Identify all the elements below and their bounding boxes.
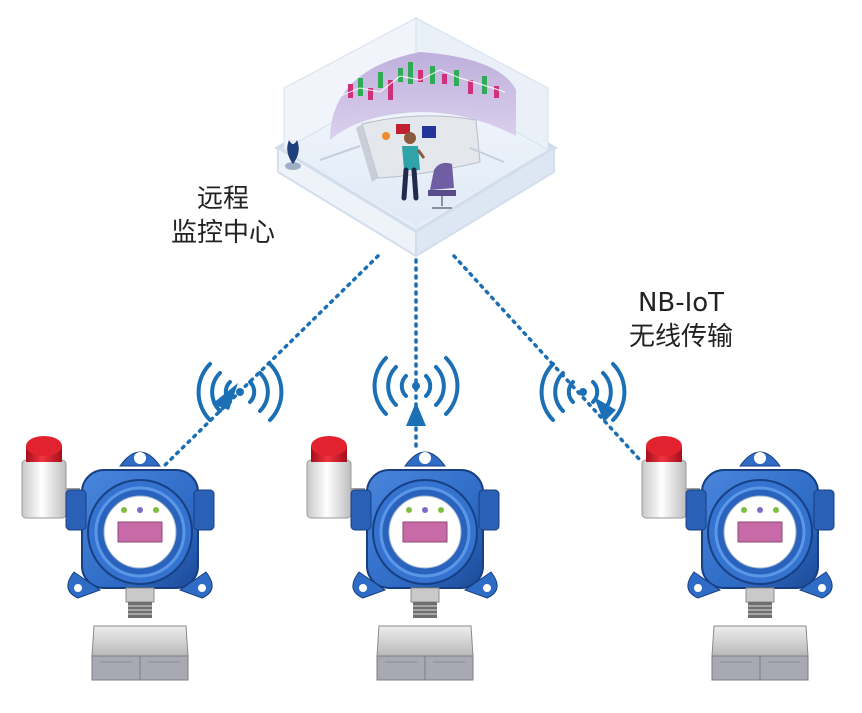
monitoring-center-label-line2: 监控中心 [170, 218, 275, 248]
monitoring-center-illustration [274, 17, 558, 258]
nbiot-label-line2: 无线传输 [628, 322, 733, 352]
gas-detector-right [640, 434, 836, 682]
monitoring-center-label-line1: 远程 [196, 184, 249, 214]
wireless-signal-icon [196, 362, 284, 422]
nbiot-label-line1: NB-IoT [637, 288, 725, 318]
arrow-center-icon [406, 402, 426, 426]
nbiot-label: NB-IoT 无线传输 [606, 286, 756, 354]
link-line-right [452, 254, 642, 462]
gas-detector-left [20, 434, 216, 682]
monitoring-center-label: 远程 监控中心 [148, 182, 298, 250]
gas-detector-center [305, 434, 501, 682]
link-lines [160, 254, 642, 470]
